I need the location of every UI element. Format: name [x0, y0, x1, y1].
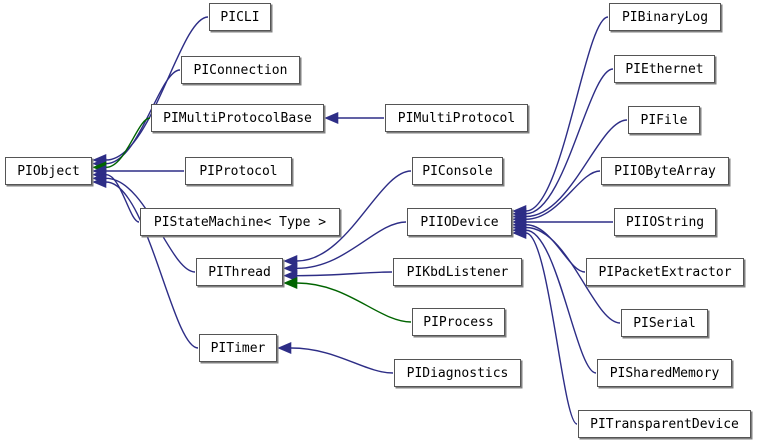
edge-piconsole-to-pithread — [296, 170, 412, 262]
edge-piconnection-to-piobject — [105, 69, 181, 165]
edge-pipacketextractor-to-piiodevice — [525, 224, 586, 273]
class-node-pikbdlistener[interactable]: PIKbdListener — [393, 258, 522, 286]
class-node-pidiagnostics[interactable]: PIDiagnostics — [394, 359, 521, 387]
class-node-picli[interactable]: PICLI — [209, 3, 271, 31]
class-node-pithread[interactable]: PIThread — [196, 258, 283, 286]
arrowhead-pitransparentdevice-to-piiodevice — [512, 227, 527, 239]
class-node-label: PIConsole — [422, 163, 493, 179]
class-node-label: PITimer — [210, 340, 266, 356]
class-node-label: PIDiagnostics — [406, 365, 509, 381]
class-node-piiodevice[interactable]: PIIODevice — [407, 208, 512, 236]
class-node-piconsole[interactable]: PIConsole — [412, 157, 503, 185]
edge-pimultiprotocolbase-to-piobject — [105, 117, 151, 169]
edge-piethernet-to-piiodevice — [525, 68, 614, 215]
class-node-piiobytearray[interactable]: PIIOByteArray — [601, 157, 729, 185]
class-node-label: PIStateMachine< Type > — [153, 214, 327, 230]
class-node-piethernet[interactable]: PIEthernet — [614, 55, 715, 83]
class-node-pitimer[interactable]: PITimer — [199, 334, 277, 362]
class-node-label: PIIOString — [625, 214, 705, 230]
edge-pibinarylog-to-piiodevice — [525, 16, 609, 212]
edge-piiobytearray-to-piiodevice — [525, 170, 601, 220]
class-node-piprocess[interactable]: PIProcess — [412, 308, 505, 336]
class-node-label: PIObject — [17, 163, 80, 179]
class-node-label: PIFile — [640, 112, 688, 128]
class-node-pimultiprotocol[interactable]: PIMultiProtocol — [385, 104, 528, 132]
class-node-pifile[interactable]: PIFile — [628, 106, 700, 134]
class-node-pitransparentdevice[interactable]: PITransparentDevice — [578, 410, 751, 438]
class-node-piserial[interactable]: PISerial — [621, 309, 708, 337]
class-node-label: PIConnection — [193, 62, 288, 78]
arrowhead-pikbdlistener-to-pithread — [283, 269, 298, 282]
arrowhead-pidiagnostics-to-pitimer — [277, 342, 292, 354]
class-node-pibinarylog[interactable]: PIBinaryLog — [609, 3, 721, 31]
arrowhead-pitimer-to-piobject — [92, 176, 107, 188]
class-node-label: PIIODevice — [420, 214, 499, 230]
class-node-piprotocol[interactable]: PIProtocol — [185, 157, 292, 185]
edge-pitimer-to-piobject — [105, 181, 199, 349]
edge-piiodevice-to-pithread — [296, 221, 407, 270]
class-node-pimultiprotocolbase[interactable]: PIMultiProtocolBase — [151, 104, 324, 132]
edge-pisharedmemory-to-piiodevice — [525, 229, 597, 374]
class-node-label: PISerial — [633, 315, 696, 331]
arrowhead-piiodevice-to-pithread — [283, 262, 298, 275]
arrowhead-pimultiprotocol-to-pimultiprotocolbase — [324, 112, 339, 124]
class-node-pistatemachine[interactable]: PIStateMachine< Type > — [140, 208, 340, 236]
edge-pikbdlistener-to-pithread — [296, 271, 393, 277]
edge-piprocess-to-pithread — [296, 282, 412, 323]
edge-pistatemachine-to-piobject — [105, 173, 140, 223]
class-node-label: PIProtocol — [199, 163, 278, 179]
edge-piserial-to-piiodevice — [525, 226, 621, 324]
arrowhead-piprocess-to-pithread — [283, 277, 298, 289]
class-node-label: PIMultiProtocolBase — [163, 110, 312, 126]
edge-pitransparentdevice-to-piiodevice — [525, 232, 578, 425]
class-node-label: PIEthernet — [625, 61, 704, 77]
edges-group — [92, 16, 628, 425]
class-node-label: PIThread — [208, 264, 271, 280]
class-node-piiostring[interactable]: PIIOString — [614, 208, 716, 236]
class-node-label: PISharedMemory — [609, 365, 720, 381]
edge-pidiagnostics-to-pitimer — [290, 347, 394, 374]
class-node-label: PICLI — [220, 9, 260, 25]
arrowhead-piconsole-to-pithread — [283, 255, 298, 267]
class-node-label: PITransparentDevice — [590, 416, 739, 432]
edge-pifile-to-piiodevice — [525, 119, 628, 218]
class-node-piobject[interactable]: PIObject — [5, 157, 92, 185]
edge-picli-to-piobject — [105, 16, 209, 161]
class-node-label: PIIOByteArray — [614, 163, 716, 179]
class-node-label: PIMultiProtocol — [397, 110, 516, 126]
class-node-label: PIBinaryLog — [621, 9, 709, 25]
class-node-label: PIPacketExtractor — [598, 264, 732, 280]
class-node-pipacketextractor[interactable]: PIPacketExtractor — [586, 258, 744, 286]
class-node-label: PIKbdListener — [406, 264, 509, 280]
class-node-pisharedmemory[interactable]: PISharedMemory — [597, 359, 732, 387]
class-node-label: PIProcess — [423, 314, 494, 330]
class-node-piconnection[interactable]: PIConnection — [181, 56, 300, 84]
